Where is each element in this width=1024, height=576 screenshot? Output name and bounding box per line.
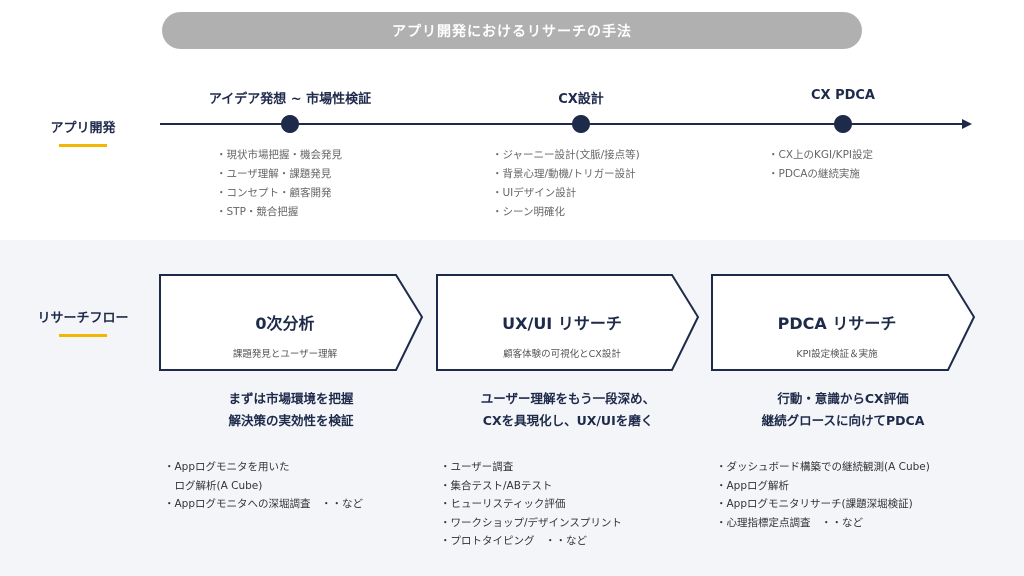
flow-headline-2-line1: ユーザー理解をもう一段深め、: [480, 391, 656, 406]
list-item: ・ヒューリスティック評価: [440, 498, 566, 510]
flow-box-3-subtitle: KPI設定検証＆実施: [796, 349, 878, 360]
list-item: ・心理指標定点調査 ・・など: [716, 516, 863, 529]
row-label-dev-underline: [59, 144, 107, 147]
row-label-research: リサーチフロー: [28, 307, 138, 337]
list-item: ・CX上のKGI/KPI設定: [768, 149, 873, 161]
list-item: ・ワークショップ/デザインスプリント: [440, 516, 622, 529]
flow-headline-1-line2: 解決策の実効性を検証: [228, 413, 354, 428]
flow-box-1-shape: [159, 274, 424, 371]
list-item: ・現状市場把握・機会発見: [216, 149, 342, 161]
timeline-node-2: [572, 115, 590, 133]
flow-items-3: ・ダッシュボード構築での継続観測(A Cube) ・Appログ解析 ・Appログ…: [716, 458, 930, 532]
list-item: ログ解析(A Cube): [164, 479, 263, 492]
list-item: ・Appログモニタへの深堀調査 ・・など: [164, 498, 364, 510]
list-item: ・集合テスト/ABテスト: [440, 479, 553, 492]
list-item: ・ユーザ理解・課題発見: [216, 168, 332, 180]
flow-headline-1: まずは市場環境を把握 解決策の実効性を検証: [160, 388, 422, 432]
flow-box-2: UX/UI リサーチ 顧客体験の可視化とCX設計: [437, 310, 687, 360]
list-item: ・ダッシュボード構築での継続観測(A Cube): [716, 461, 930, 473]
flow-box-2-shape: [436, 274, 700, 371]
phase-items-2: ・ジャーニー設計(文脈/接点等) ・背景心理/動機/トリガー設計 ・UIデザイン…: [492, 146, 640, 222]
phase-items-1: ・現状市場把握・機会発見 ・ユーザ理解・課題発見 ・コンセプト・顧客開発 ・ST…: [216, 146, 342, 222]
flow-box-3-shape: [711, 274, 976, 371]
timeline-node-1: [281, 115, 299, 133]
list-item: ・UIデザイン設計: [492, 187, 577, 199]
phase-title-1: アイデア発想 ~ 市場性検証: [208, 92, 372, 107]
flow-box-3-title: PDCA リサーチ: [777, 314, 897, 333]
flow-box-1-subtitle: 課題発見とユーザー理解: [232, 349, 338, 360]
row-label-dev-text: アプリ開発: [50, 121, 116, 136]
list-item: ・Appログ解析: [716, 479, 790, 492]
flow-items-2: ・ユーザー調査 ・集合テスト/ABテスト ・ヒューリスティック評価 ・ワークショ…: [440, 458, 622, 551]
list-item: ・背景心理/動機/トリガー設計: [492, 168, 636, 180]
list-item: ・Appログモニタを用いた: [164, 461, 290, 473]
flow-box-3: PDCA リサーチ KPI設定検証＆実施: [712, 310, 962, 360]
row-label-research-text: リサーチフロー: [37, 311, 129, 326]
list-item: ・プロトタイピング ・・など: [440, 535, 587, 547]
flow-headline-3-line2: 継続グロースに向けてPDCA: [761, 413, 925, 428]
phase-items-3: ・CX上のKGI/KPI設定 ・PDCAの継続実施: [768, 146, 873, 184]
phase-title-3: CX PDCA: [810, 88, 875, 103]
flow-headline-2-line2: CXを具現化し、UX/UIを磨く: [482, 413, 654, 428]
page-title: アプリ開発におけるリサーチの手法: [162, 12, 862, 49]
list-item: ・STP・競合把握: [216, 206, 299, 218]
flow-headline-3: 行動・意識からCX評価 継続グロースに向けてPDCA: [712, 388, 974, 432]
flow-box-1: 0次分析 課題発見とユーザー理解: [160, 310, 410, 360]
flow-headline-2: ユーザー理解をもう一段深め、 CXを具現化し、UX/UIを磨く: [437, 388, 699, 432]
list-item: ・コンセプト・顧客開発: [216, 187, 332, 199]
list-item: ・シーン明確化: [492, 206, 565, 218]
flow-headline-1-line1: まずは市場環境を把握: [228, 391, 354, 406]
flow-box-2-title: UX/UI リサーチ: [502, 314, 622, 333]
flow-box-1-title: 0次分析: [255, 314, 315, 333]
timeline-node-3: [834, 115, 852, 133]
timeline-arrowhead: [962, 119, 972, 129]
row-label-dev: アプリ開発: [28, 117, 138, 147]
flow-items-1: ・Appログモニタを用いた ログ解析(A Cube) ・Appログモニタへの深堀…: [164, 458, 363, 514]
flow-box-2-subtitle: 顧客体験の可視化とCX設計: [503, 349, 621, 360]
list-item: ・PDCAの継続実施: [768, 168, 860, 180]
row-label-research-underline: [59, 334, 107, 337]
flow-headline-3-line1: 行動・意識からCX評価: [777, 391, 909, 406]
list-item: ・ユーザー調査: [440, 461, 514, 473]
list-item: ・ジャーニー設計(文脈/接点等): [492, 149, 640, 161]
phase-title-2: CX設計: [558, 92, 604, 107]
list-item: ・Appログモニタリサーチ(課題深堀検証): [716, 498, 913, 510]
